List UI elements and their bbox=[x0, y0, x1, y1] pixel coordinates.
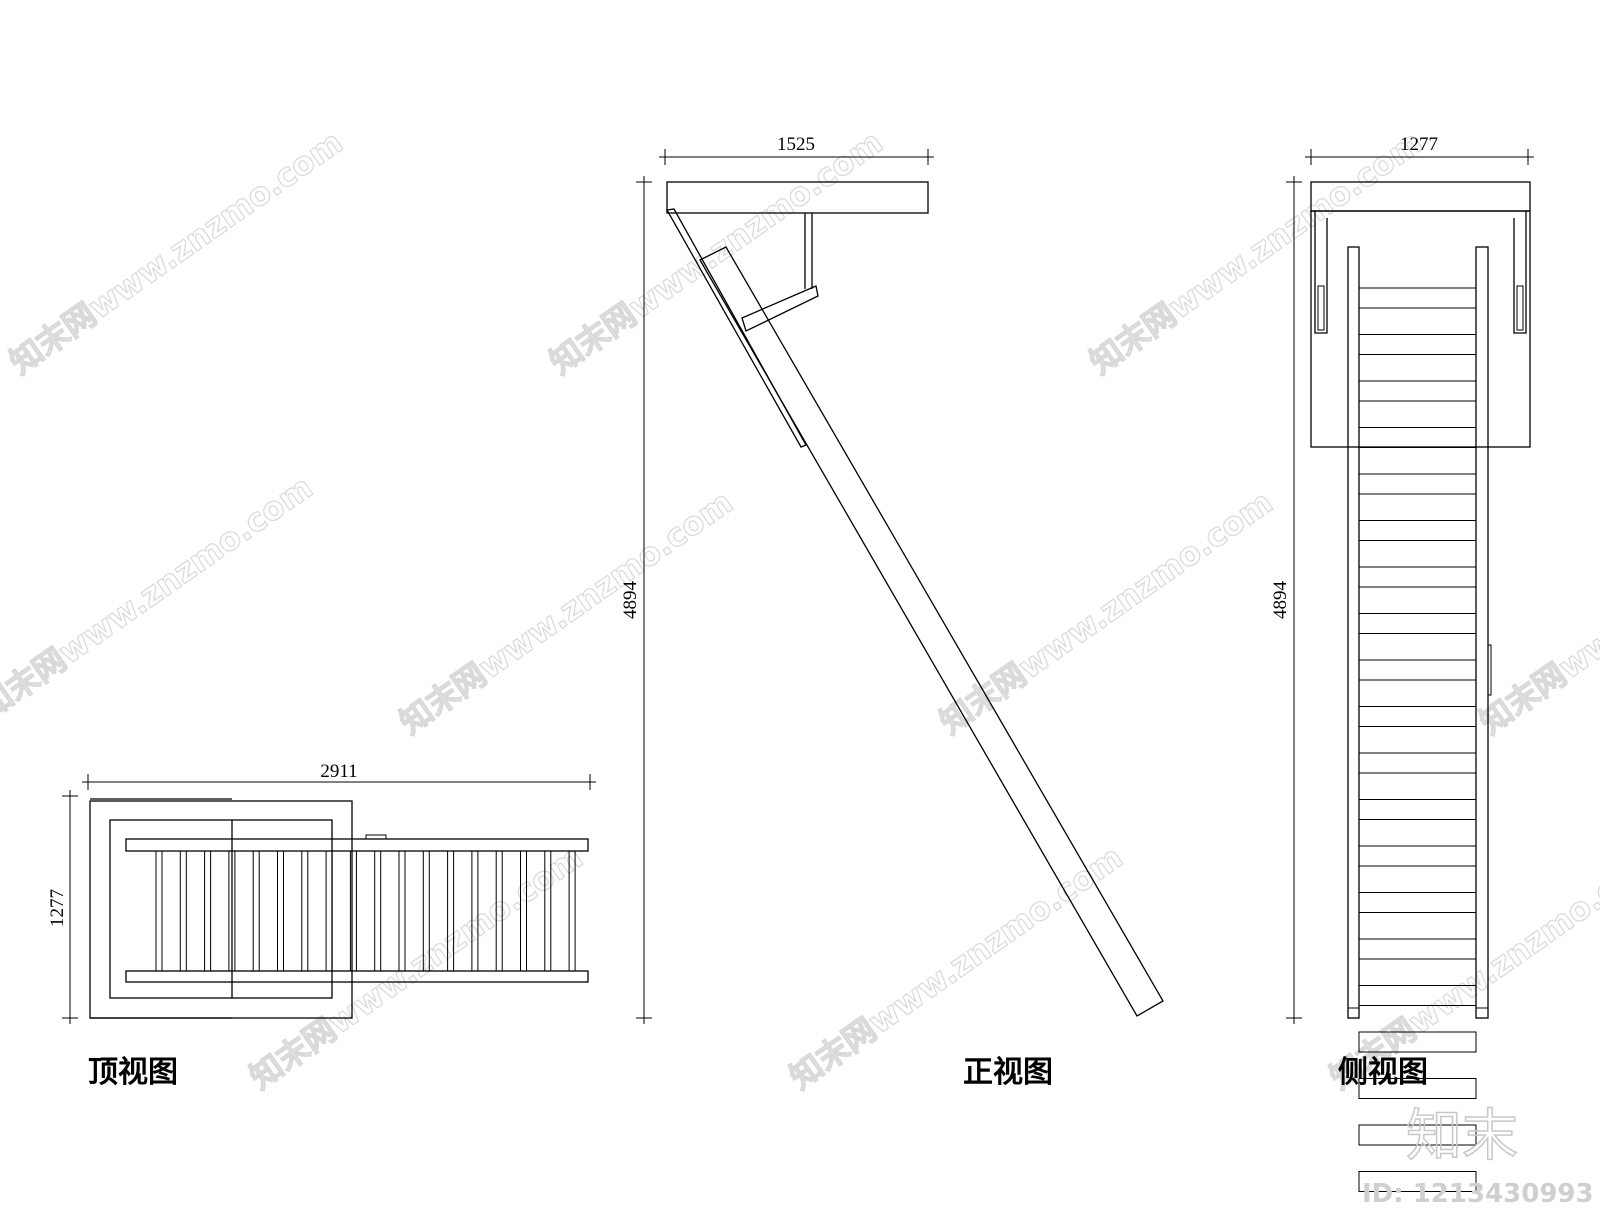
watermark-layer: 知末网www.znzmo.com 知末网www.znzmo.com 知末网www… bbox=[0, 122, 1600, 1097]
side-tread bbox=[1358, 659, 1477, 681]
front-width-label: 1525 bbox=[777, 134, 815, 155]
side-width-dimension: 1277 bbox=[1305, 134, 1534, 165]
watermark-text: 知末网www.znzmo.com bbox=[1083, 123, 1430, 382]
brand-logo: 知末 bbox=[1406, 1104, 1518, 1169]
top-rung bbox=[447, 850, 455, 972]
top-rung bbox=[179, 850, 187, 972]
side-tread bbox=[1358, 845, 1477, 867]
watermark-text: 知末网www.znzmo.com bbox=[243, 838, 590, 1097]
side-tread bbox=[1358, 752, 1477, 774]
front-width-dimension: 1525 bbox=[659, 134, 934, 165]
side-tread bbox=[1358, 706, 1477, 727]
top-rung bbox=[252, 850, 260, 972]
top-rung bbox=[568, 850, 576, 972]
top-width-dimension: 2911 bbox=[82, 761, 596, 790]
top-rung bbox=[349, 850, 357, 972]
top-width-label: 2911 bbox=[320, 761, 357, 782]
side-tread bbox=[1358, 380, 1477, 402]
top-rung bbox=[301, 850, 309, 972]
top-view-caption: 顶视图 bbox=[88, 1055, 178, 1090]
side-tread bbox=[1358, 1031, 1477, 1053]
watermark-text: 知末网www.znzmo.com bbox=[0, 468, 319, 727]
side-tread bbox=[1358, 613, 1477, 634]
front-view: 1525 4894 正视图 bbox=[620, 134, 1164, 1090]
side-tread bbox=[1358, 985, 1477, 1006]
top-rung bbox=[544, 850, 552, 972]
side-tread bbox=[1358, 1171, 1477, 1192]
side-treads bbox=[1358, 287, 1477, 1192]
side-tread bbox=[1358, 427, 1477, 448]
watermark-text: 知末网www.znzmo.com bbox=[933, 483, 1280, 742]
top-rung bbox=[228, 850, 236, 972]
side-tread bbox=[1358, 566, 1477, 588]
watermark-text: 知末网www.znzmo.com bbox=[1473, 483, 1600, 742]
front-view-caption: 正视图 bbox=[963, 1055, 1053, 1090]
brand-id: ID: 1213430993 bbox=[1362, 1179, 1594, 1209]
front-height-dimension: 4894 bbox=[620, 176, 652, 1024]
side-height-label: 4894 bbox=[1270, 581, 1291, 620]
watermark-text: 知末网www.znzmo.com bbox=[783, 838, 1130, 1097]
top-rung bbox=[325, 850, 333, 972]
top-rung bbox=[374, 850, 382, 972]
top-rung bbox=[204, 850, 212, 972]
top-rungs bbox=[155, 850, 576, 972]
side-view-caption: 侧视图 bbox=[1338, 1055, 1428, 1090]
top-rung bbox=[277, 850, 284, 972]
side-height-dimension: 4894 bbox=[1270, 176, 1302, 1024]
top-view: 2911 1277 顶视图 bbox=[47, 761, 596, 1090]
side-tread bbox=[1358, 1124, 1477, 1146]
top-rung bbox=[495, 850, 503, 972]
side-tread bbox=[1358, 520, 1477, 541]
watermark-text: 知末网www.znzmo.com bbox=[393, 483, 740, 742]
side-width-label: 1277 bbox=[1400, 134, 1438, 155]
front-height-label: 4894 bbox=[620, 581, 641, 620]
brand-mark: 知末 ID: 1213430993 bbox=[1362, 1103, 1594, 1209]
side-tread bbox=[1358, 1078, 1477, 1099]
side-tread bbox=[1358, 938, 1477, 960]
top-depth-label: 1277 bbox=[47, 889, 68, 927]
side-tread bbox=[1358, 473, 1477, 495]
side-tread bbox=[1358, 334, 1477, 355]
top-depth-dimension: 1277 bbox=[47, 790, 78, 1024]
watermark-text: 知末网www.znzmo.com bbox=[3, 123, 350, 382]
top-rung bbox=[155, 850, 163, 972]
top-rung bbox=[398, 850, 406, 972]
top-rung bbox=[471, 850, 479, 972]
top-rung bbox=[422, 850, 430, 972]
side-tread bbox=[1358, 799, 1477, 820]
side-view: 1277 4894 侧视图 bbox=[1270, 134, 1534, 1192]
top-rung bbox=[520, 850, 527, 972]
side-tread bbox=[1358, 287, 1477, 309]
side-tread bbox=[1358, 892, 1477, 913]
